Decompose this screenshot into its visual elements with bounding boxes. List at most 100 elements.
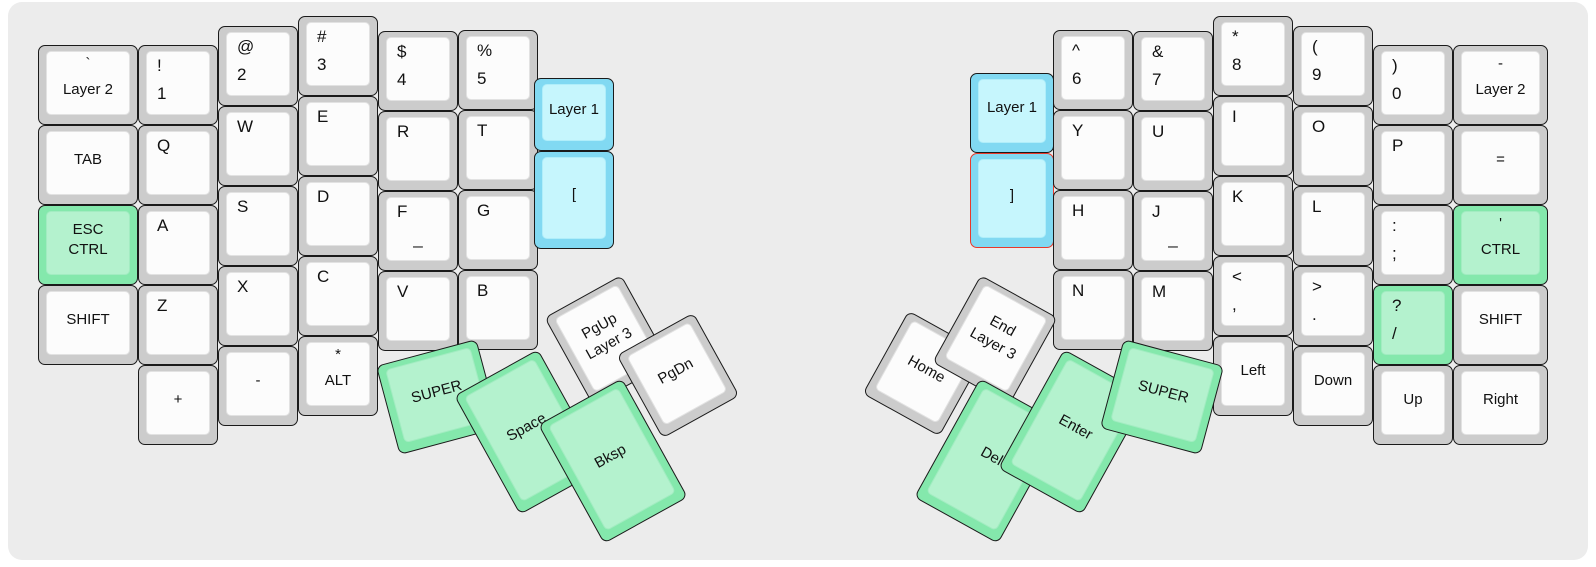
key-9[interactable]: (9 — [1293, 26, 1373, 106]
key-4[interactable]: $4 — [378, 31, 458, 111]
key-alt[interactable]: *ALT — [298, 336, 378, 416]
key-plus[interactable]: + — [138, 365, 218, 445]
key-layer1-r[interactable]: Layer 1 — [970, 73, 1054, 153]
key-down[interactable]: Down — [1293, 346, 1373, 426]
key-layer2-l[interactable]: `Layer 2 — [38, 45, 138, 125]
key-u[interactable]: U — [1133, 111, 1213, 191]
key-bracket-right[interactable]: ] — [970, 153, 1054, 248]
key-x[interactable]: X — [218, 266, 298, 346]
key-o[interactable]: O — [1293, 106, 1373, 186]
key-j[interactable]: J_ — [1133, 191, 1213, 271]
key-legend-center: Bksp — [591, 440, 630, 472]
key-layer2-r[interactable]: -Layer 2 — [1453, 45, 1548, 125]
key-shift-r[interactable]: SHIFT — [1453, 285, 1548, 365]
key-k[interactable]: K — [1213, 176, 1293, 256]
key-t[interactable]: T — [458, 110, 538, 190]
key-6[interactable]: ^6 — [1053, 30, 1133, 110]
key-cap: P — [1381, 131, 1445, 195]
key-legend-center: Down — [1313, 372, 1353, 390]
key-body: L — [1293, 186, 1373, 266]
key-esc-ctrl[interactable]: ESC CTRL — [38, 205, 138, 285]
key-3[interactable]: #3 — [298, 16, 378, 96]
key-5[interactable]: %5 — [458, 30, 538, 110]
key-7[interactable]: &7 — [1133, 31, 1213, 111]
key-body: Down — [1293, 346, 1373, 426]
key-cap: + — [146, 371, 210, 435]
key-legend-top: M — [1152, 282, 1167, 301]
key-i[interactable]: I — [1213, 96, 1293, 176]
key-8[interactable]: *8 — [1213, 16, 1293, 96]
key-c[interactable]: C — [298, 256, 378, 336]
key-cap: #3 — [306, 22, 370, 86]
key-body: -Layer 2 — [1453, 45, 1548, 125]
key-cap: B — [466, 276, 530, 340]
key-layer1-l[interactable]: Layer 1 — [534, 78, 614, 151]
key-cap: 'CTRL — [1461, 211, 1540, 275]
key-cap: H — [1061, 196, 1125, 260]
key-semicolon[interactable]: :; — [1373, 205, 1453, 285]
key-slash[interactable]: ?/ — [1373, 285, 1453, 365]
key-body: K — [1213, 176, 1293, 256]
key-cap: = — [1461, 131, 1540, 195]
key-left[interactable]: Left — [1213, 336, 1293, 416]
key-v[interactable]: V — [378, 271, 458, 351]
key-equal[interactable]: = — [1453, 125, 1548, 205]
key-cap: Q — [146, 131, 210, 195]
key-b[interactable]: B — [458, 270, 538, 350]
key-shift-l[interactable]: SHIFT — [38, 285, 138, 365]
key-right[interactable]: Right — [1453, 365, 1548, 445]
key-0[interactable]: )0 — [1373, 45, 1453, 125]
key-cap: )0 — [1381, 51, 1445, 115]
key-tab[interactable]: TAB — [38, 125, 138, 205]
key-minus[interactable]: - — [218, 346, 298, 426]
key-legend-center: ALT — [324, 372, 352, 390]
key-m[interactable]: M — [1133, 271, 1213, 351]
key-body: !1 — [138, 45, 218, 125]
key-legend-top: K — [1232, 187, 1244, 206]
key-body: TAB — [38, 125, 138, 205]
key-e[interactable]: E — [298, 96, 378, 176]
key-dot[interactable]: >. — [1293, 266, 1373, 346]
key-2[interactable]: @2 — [218, 26, 298, 106]
key-cap: S — [226, 192, 290, 256]
key-up[interactable]: Up — [1373, 365, 1453, 445]
key-l[interactable]: L — [1293, 186, 1373, 266]
key-bracket-left[interactable]: [ — [534, 151, 614, 249]
key-s[interactable]: S — [218, 186, 298, 266]
key-z[interactable]: Z — [138, 285, 218, 365]
key-cap: ] — [978, 159, 1046, 238]
key-1[interactable]: !1 — [138, 45, 218, 125]
key-y[interactable]: Y — [1053, 110, 1133, 190]
key-q[interactable]: Q — [138, 125, 218, 205]
key-quote-ctrl[interactable]: 'CTRL — [1453, 205, 1548, 285]
key-body: U — [1133, 111, 1213, 191]
key-comma[interactable]: <, — [1213, 256, 1293, 336]
key-g[interactable]: G — [458, 190, 538, 270]
key-body: E — [298, 96, 378, 176]
key-f[interactable]: F_ — [378, 191, 458, 271]
key-r[interactable]: R — [378, 111, 458, 191]
key-body: D — [298, 176, 378, 256]
key-h[interactable]: H — [1053, 190, 1133, 270]
key-a[interactable]: A — [138, 205, 218, 285]
key-cap: SHIFT — [1461, 291, 1540, 355]
key-legend-top: Z — [157, 296, 168, 315]
key-legend-top: I — [1232, 107, 1237, 126]
key-d[interactable]: D — [298, 176, 378, 256]
key-w[interactable]: W — [218, 106, 298, 186]
key-body: W — [218, 106, 298, 186]
key-p[interactable]: P — [1373, 125, 1453, 205]
key-cap: TAB — [46, 131, 130, 195]
key-cap: N — [1061, 276, 1125, 340]
key-cap: C — [306, 262, 370, 326]
key-n[interactable]: N — [1053, 270, 1133, 350]
key-legend-top: % — [477, 41, 493, 60]
key-body: ] — [970, 153, 1054, 248]
key-legend-bottom: . — [1312, 305, 1317, 324]
key-legend-top: > — [1312, 277, 1322, 296]
key-legend-top: ! — [157, 56, 162, 75]
key-cap: End Layer 3 — [944, 284, 1048, 393]
key-legend-center: Layer 1 — [548, 100, 600, 118]
